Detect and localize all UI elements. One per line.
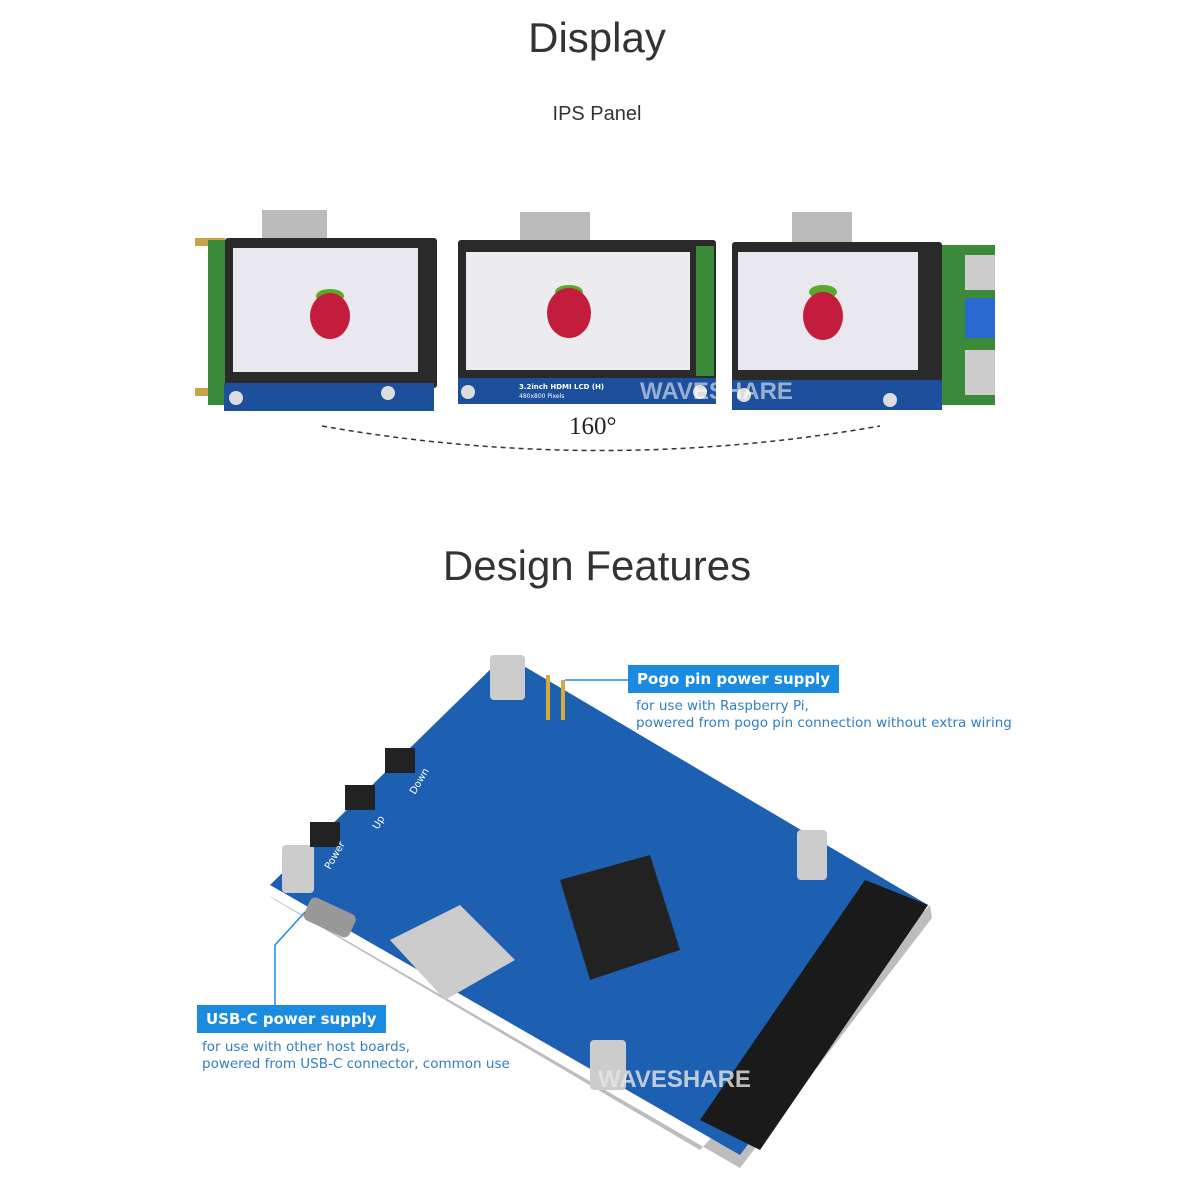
pogo-callout-label: Pogo pin power supply (628, 665, 840, 693)
usbc-callout-label: USB-C power supply (197, 1005, 386, 1033)
driver-board-illustration (268, 655, 932, 1168)
viewing-angle-arc (321, 425, 881, 452)
usbc-callout-line2: powered from USB-C connector, common use (202, 1056, 510, 1072)
usbc-callout-line (274, 911, 306, 1005)
board-watermark: WAVESHARE (598, 1066, 751, 1093)
pogo-callout-text: for use with Raspberry Pi, powered from … (636, 698, 1012, 732)
ips-panel-subtitle: IPS Panel (552, 103, 642, 125)
viewing-angle-label: 160° (569, 413, 617, 440)
display-title: Display (528, 14, 666, 61)
usbc-callout-line1: for use with other host boards, (202, 1039, 410, 1055)
pogo-callout-line2: powered from pogo pin connection without… (636, 715, 1012, 731)
raspberry-pi-logo-icon (310, 285, 843, 340)
screen-label: 3.2inch HDMI LCD (H) (519, 383, 604, 391)
design-features-title: Design Features (442, 542, 752, 589)
usbc-callout-text: for use with other host boards, powered … (202, 1039, 510, 1073)
screen-pixels: 480x800 Pixels (519, 393, 564, 400)
pogo-callout-line1: for use with Raspberry Pi, (636, 698, 809, 714)
display-watermark: WAVESHARE (640, 378, 793, 405)
